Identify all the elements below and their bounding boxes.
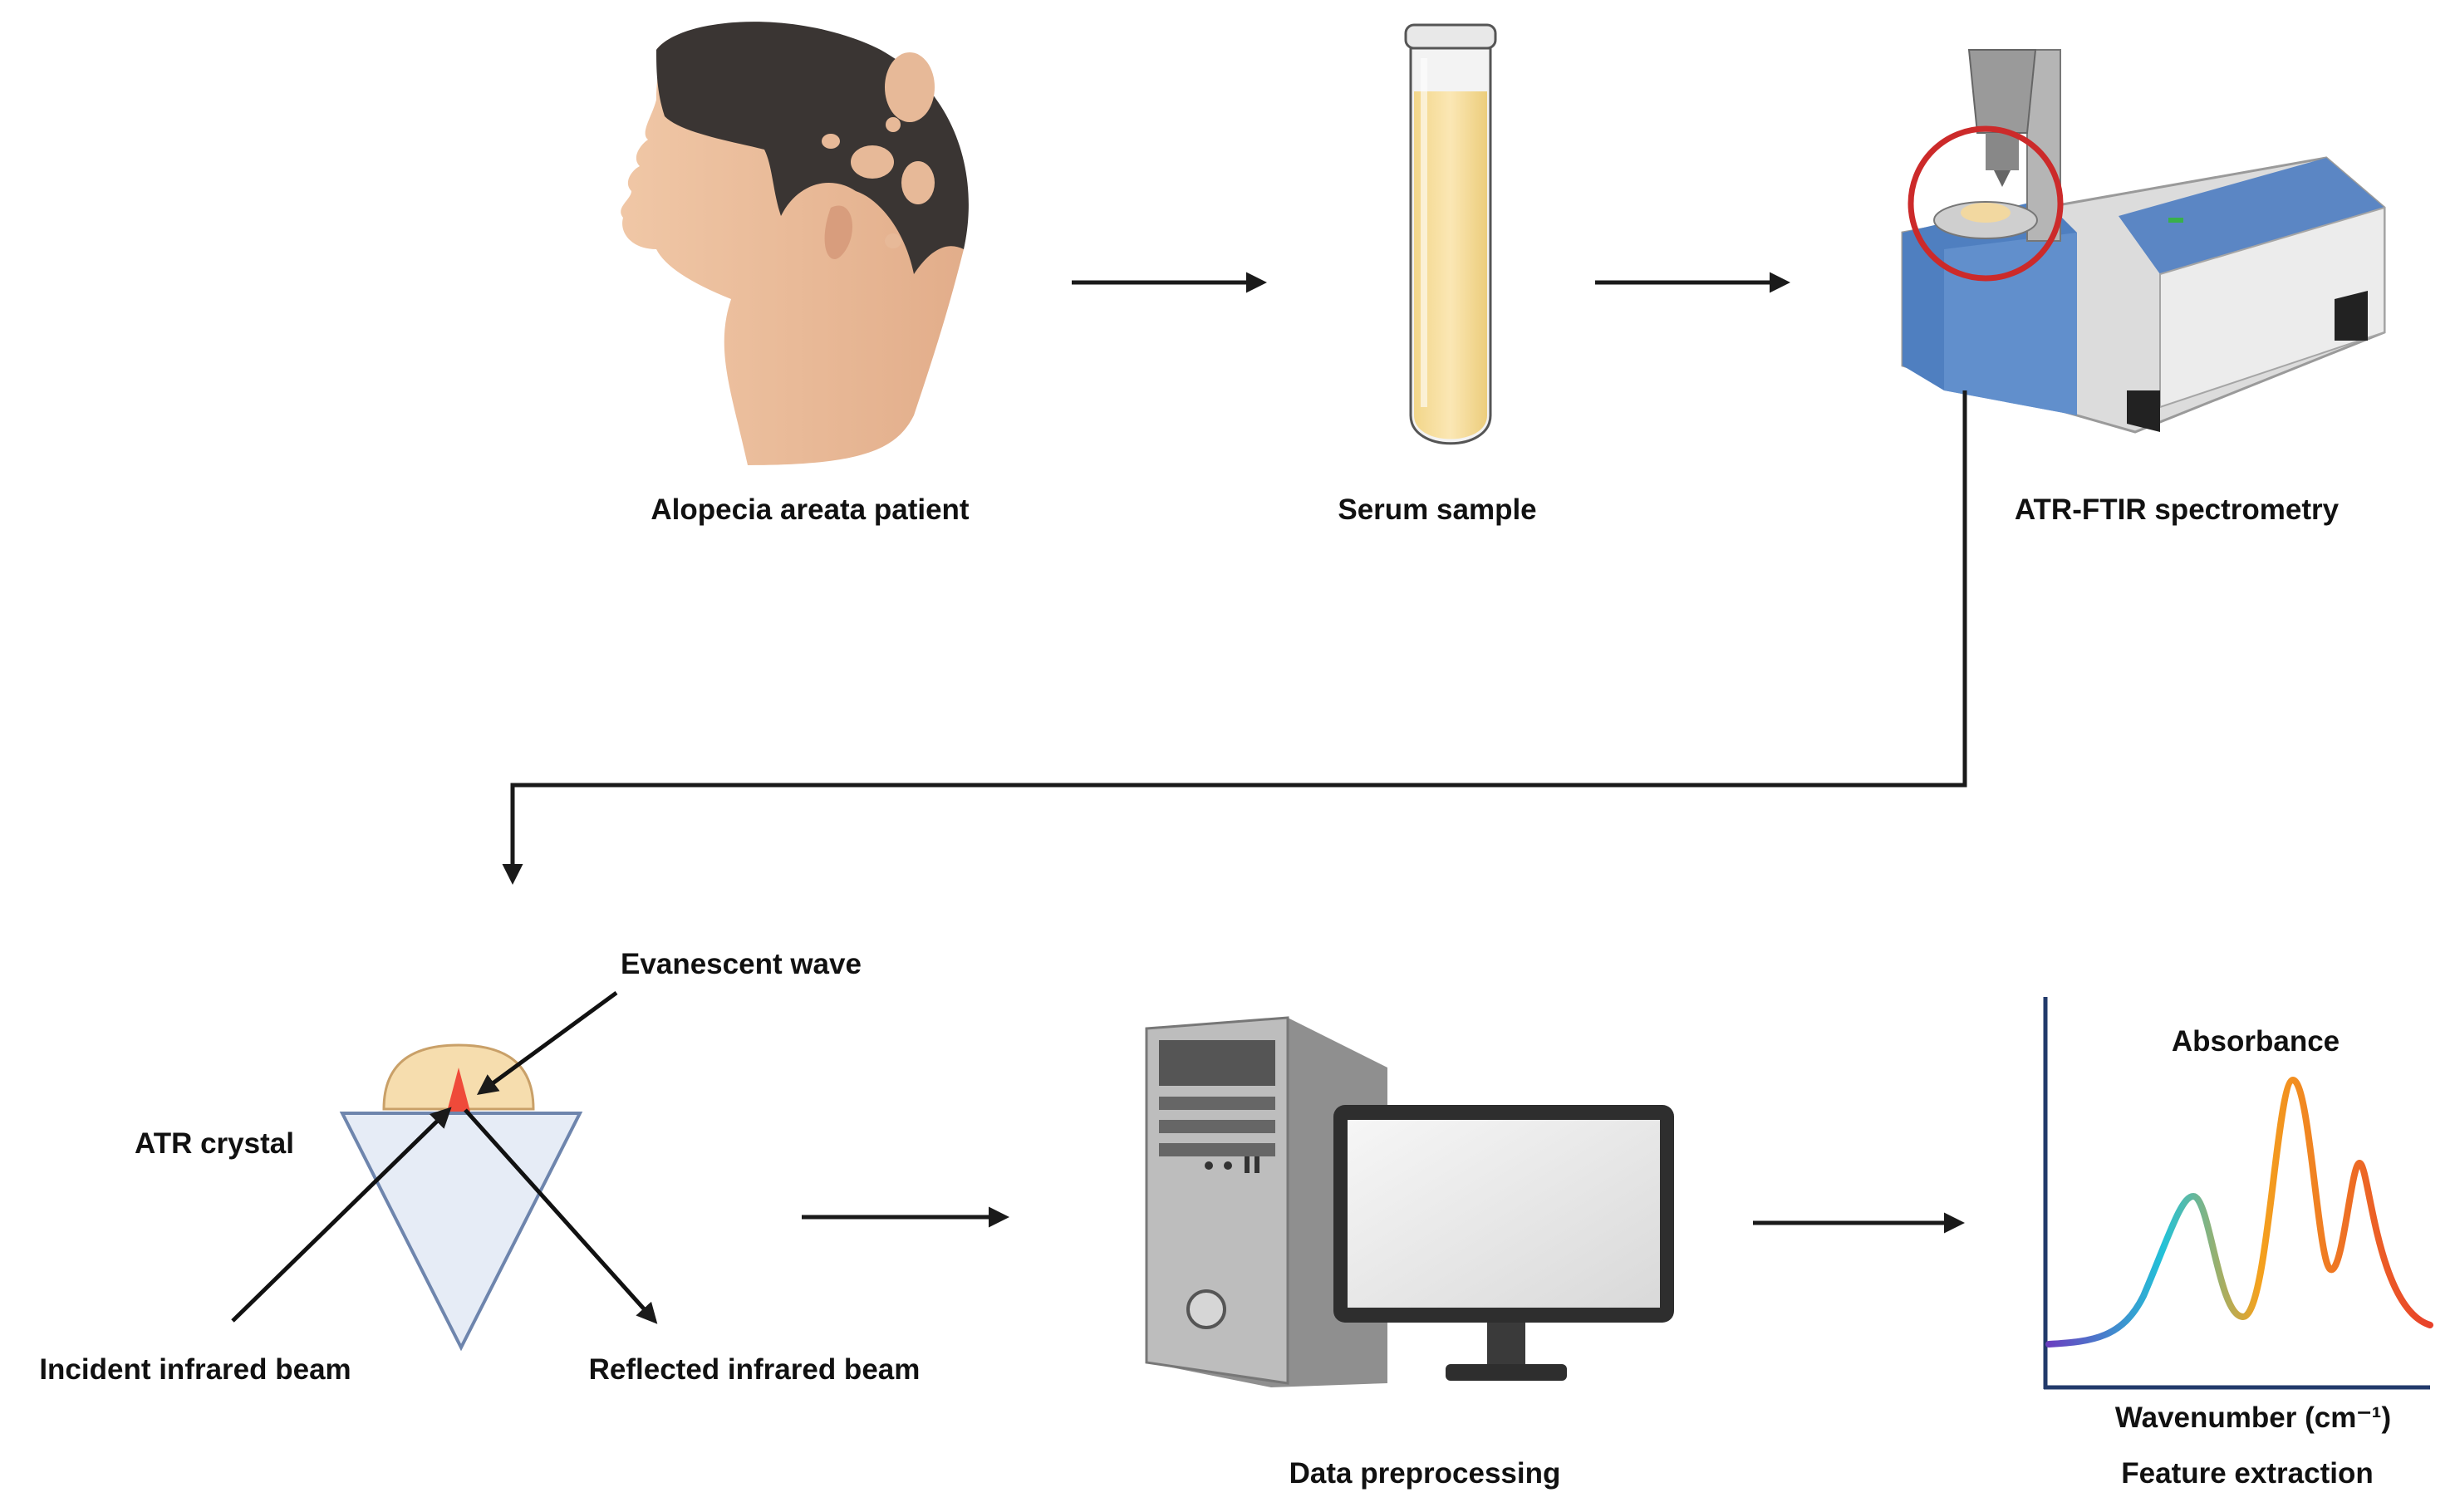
absorbance-spectrum — [2043, 997, 2433, 1390]
arrow-spectrometry-to-atr — [502, 390, 1967, 885]
label-preprocessing: Data preprocessing — [1289, 1457, 1561, 1490]
label-patient: Alopecia areata patient — [651, 493, 970, 526]
label-atr-crystal: ATR crystal — [135, 1127, 294, 1160]
atr-crystal-diagram — [231, 990, 658, 1352]
label-spectrometry: ATR-FTIR spectrometry — [2015, 493, 2340, 526]
computer-icon — [1145, 1016, 1674, 1387]
label-serum: Serum sample — [1338, 493, 1536, 526]
label-evanescent: Evanescent wave — [621, 948, 862, 980]
label-reflected: Reflected infrared beam — [589, 1353, 921, 1386]
spectrometer-icon — [1901, 49, 2386, 434]
label-absorbance: Absorbance — [2172, 1025, 2340, 1058]
highlight-circle — [1908, 125, 2064, 282]
patient-head-icon — [621, 22, 969, 465]
label-incident: Incident infrared beam — [39, 1353, 351, 1386]
label-feature-extraction: Feature extraction — [2121, 1457, 2373, 1490]
label-wavenumber: Wavenumber (cm⁻¹) — [2115, 1402, 2391, 1434]
serum-tube-icon — [1404, 23, 1497, 445]
